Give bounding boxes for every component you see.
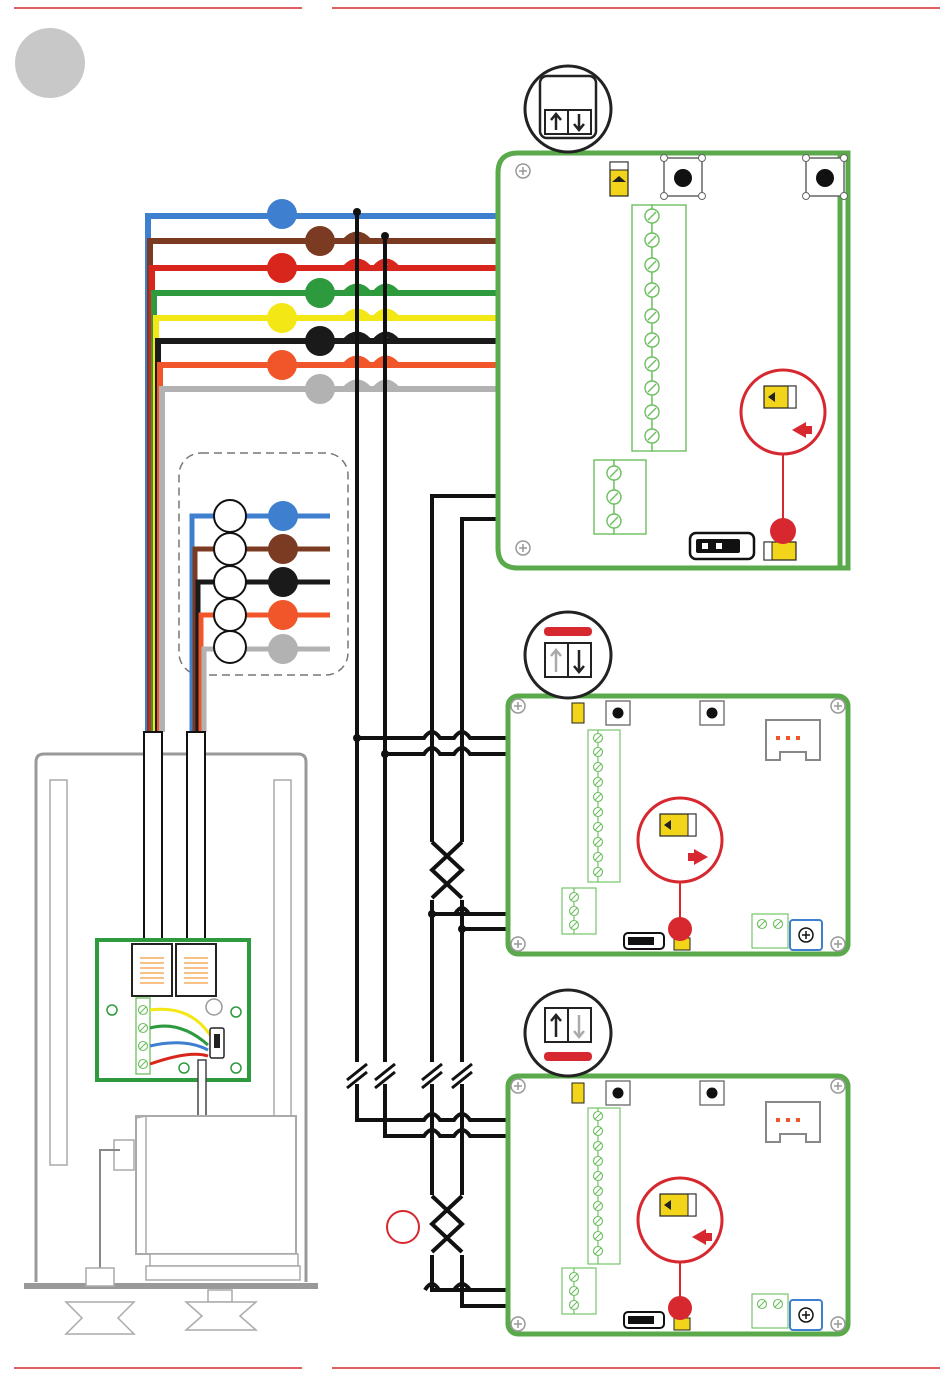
push-button-icon [700,1081,724,1105]
screw-terminal-icon [594,460,646,534]
jumper-icon [690,533,754,559]
pin-circle-4 [214,599,246,631]
wire-dot-grey [305,374,335,404]
wire-dot-red [267,253,297,283]
bus-color-dots [267,199,335,404]
connector-dot-orange [268,600,298,630]
dip-switch-icon [610,162,628,196]
dip-switch-icon [572,703,584,723]
wire-dot-yellow [267,303,297,333]
potentiometer-icon [790,920,822,950]
up-arrow-icon [525,990,611,1076]
motor-icon [136,1116,296,1254]
pin-circle-5 [214,631,246,663]
pulley-left [66,1268,134,1334]
jumper-icon [624,933,664,949]
page-number-badge-icon [15,28,85,98]
down-arrow-icon [525,612,611,698]
connector-dot-brown [268,534,298,564]
push-button-icon [700,701,724,725]
step-marker-icon [387,1211,419,1243]
screw-terminal-icon [752,1294,788,1328]
indicator-top-bar [544,627,592,636]
pulley-right [186,1290,256,1330]
wire-dot-green [305,278,335,308]
wire-dot-black [305,326,335,356]
wire-dot-orange [267,350,297,380]
cable-sheath-connector [187,732,205,944]
screw-terminal-icon [752,914,788,948]
pin-circle-3 [214,566,246,598]
connector-dot-grey [268,634,298,664]
up-down-arrows-icon [525,66,611,152]
jumper-icon [624,1312,664,1328]
screw-terminal-icon [588,1108,620,1264]
connector-dot-black [268,567,298,597]
wire-dot-brown [305,226,335,256]
push-button-icon [606,1081,630,1105]
dip-switch-icon [764,542,796,560]
indicator-bottom-bar [544,1052,592,1061]
potentiometer-icon [790,1300,822,1330]
pin-circle-1 [214,500,246,532]
push-button-icon [803,155,848,200]
screw-terminal-icon [562,888,596,934]
slave-control-board-1 [508,696,848,954]
wire-dot-blue [267,199,297,229]
pin-circle-2 [214,533,246,565]
push-button-icon [661,155,706,200]
motor-unit [24,732,318,1334]
connector-callout [179,453,348,732]
screw-terminal-icon [632,205,686,451]
push-button-icon [606,701,630,725]
screw-terminal-icon [562,1268,596,1314]
master-control-board [498,153,848,568]
slave-control-board-2 [508,1076,848,1334]
connector-dot-blue [268,501,298,531]
wire-break-marks [345,1062,475,1088]
dip-switch-icon [572,1083,584,1103]
screw-terminal-icon [588,730,620,882]
cable-sheath-bus [144,732,162,944]
